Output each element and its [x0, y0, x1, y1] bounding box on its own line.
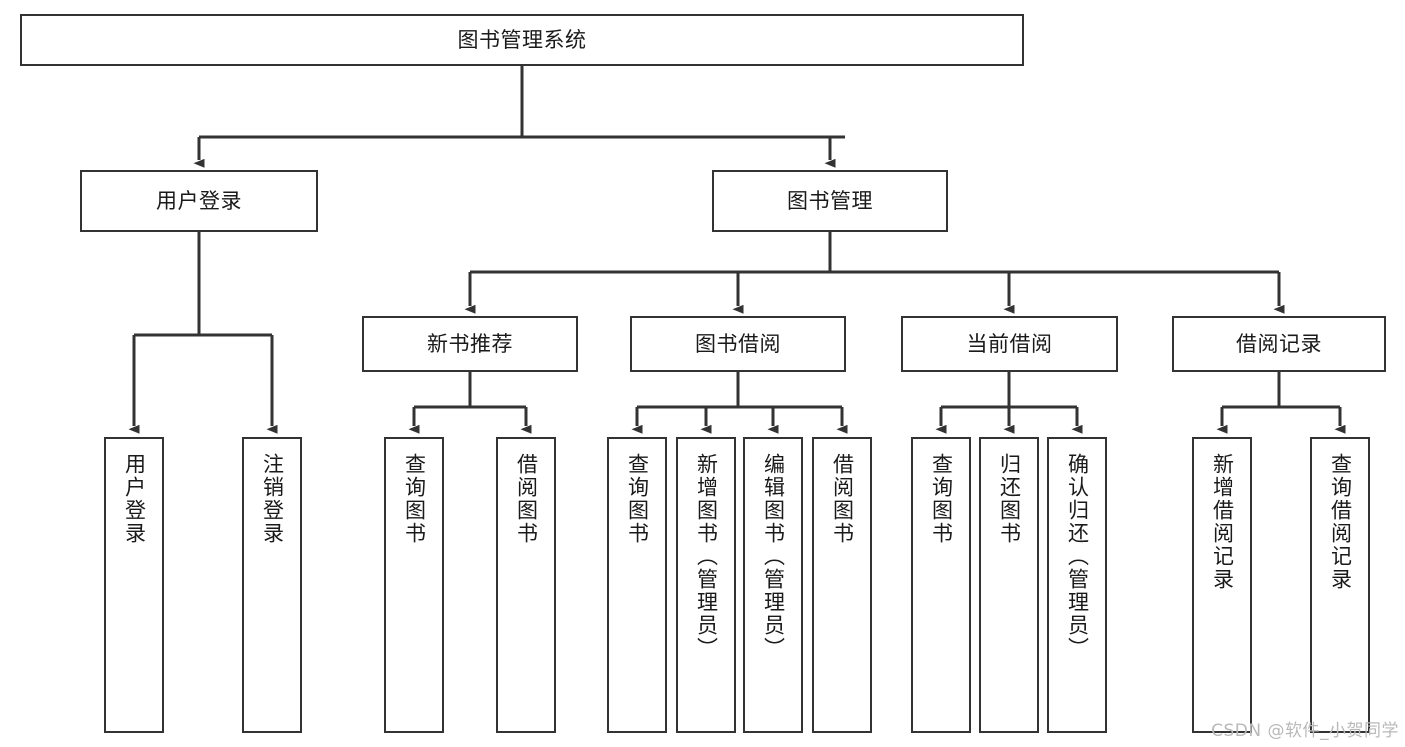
node-book-borrow[interactable]: 图书借阅	[630, 316, 846, 372]
node-leaf-borrow-book-b[interactable]: 借阅图书	[812, 437, 872, 733]
node-leaf-borrow-book-a-label: 借阅图书	[514, 453, 539, 545]
node-leaf-query-record-label: 查询借阅记录	[1328, 453, 1353, 591]
node-book-borrow-label: 图书借阅	[695, 331, 781, 356]
node-leaf-query-book-c-label: 查询图书	[929, 453, 954, 545]
node-leaf-query-book-b-label: 查询图书	[625, 453, 650, 545]
node-user-login-label: 用户登录	[156, 188, 242, 213]
node-leaf-return-book[interactable]: 归还图书	[979, 437, 1039, 733]
node-book-manage[interactable]: 图书管理	[712, 170, 948, 232]
node-leaf-confirm-return[interactable]: 确认归还（管理员）	[1047, 437, 1107, 733]
node-new-book-recommend[interactable]: 新书推荐	[362, 316, 578, 372]
node-leaf-edit-book-label: 编辑图书（管理员）	[761, 453, 786, 660]
node-leaf-query-book-b[interactable]: 查询图书	[607, 437, 667, 733]
node-root-label: 图书管理系统	[457, 27, 587, 52]
node-leaf-borrow-book-b-label: 借阅图书	[830, 453, 855, 545]
node-leaf-query-book-a-label: 查询图书	[402, 453, 427, 545]
node-new-book-recommend-label: 新书推荐	[427, 331, 513, 356]
node-leaf-query-book-c[interactable]: 查询图书	[911, 437, 971, 733]
node-leaf-return-book-label: 归还图书	[997, 453, 1022, 545]
node-leaf-user-login[interactable]: 用户登录	[104, 437, 164, 733]
node-leaf-borrow-book-a[interactable]: 借阅图书	[496, 437, 556, 733]
node-leaf-add-record-label: 新增借阅记录	[1210, 453, 1235, 591]
node-book-manage-label: 图书管理	[787, 188, 873, 213]
node-leaf-confirm-return-label: 确认归还（管理员）	[1065, 453, 1090, 660]
node-leaf-query-book-a[interactable]: 查询图书	[384, 437, 444, 733]
node-leaf-add-book[interactable]: 新增图书（管理员）	[676, 437, 736, 733]
node-user-login[interactable]: 用户登录	[80, 170, 318, 232]
node-leaf-query-record[interactable]: 查询借阅记录	[1310, 437, 1370, 733]
node-borrow-record-label: 借阅记录	[1236, 331, 1322, 356]
node-current-borrow-label: 当前借阅	[966, 331, 1053, 356]
node-current-borrow[interactable]: 当前借阅	[901, 316, 1118, 372]
node-root[interactable]: 图书管理系统	[20, 14, 1024, 66]
node-leaf-add-record[interactable]: 新增借阅记录	[1192, 437, 1252, 733]
node-borrow-record[interactable]: 借阅记录	[1172, 316, 1386, 372]
node-leaf-logout-label: 注销登录	[260, 453, 285, 545]
node-leaf-add-book-label: 新增图书（管理员）	[694, 453, 719, 660]
node-leaf-edit-book[interactable]: 编辑图书（管理员）	[743, 437, 803, 733]
node-leaf-user-login-label: 用户登录	[122, 453, 147, 545]
node-leaf-logout[interactable]: 注销登录	[242, 437, 302, 733]
